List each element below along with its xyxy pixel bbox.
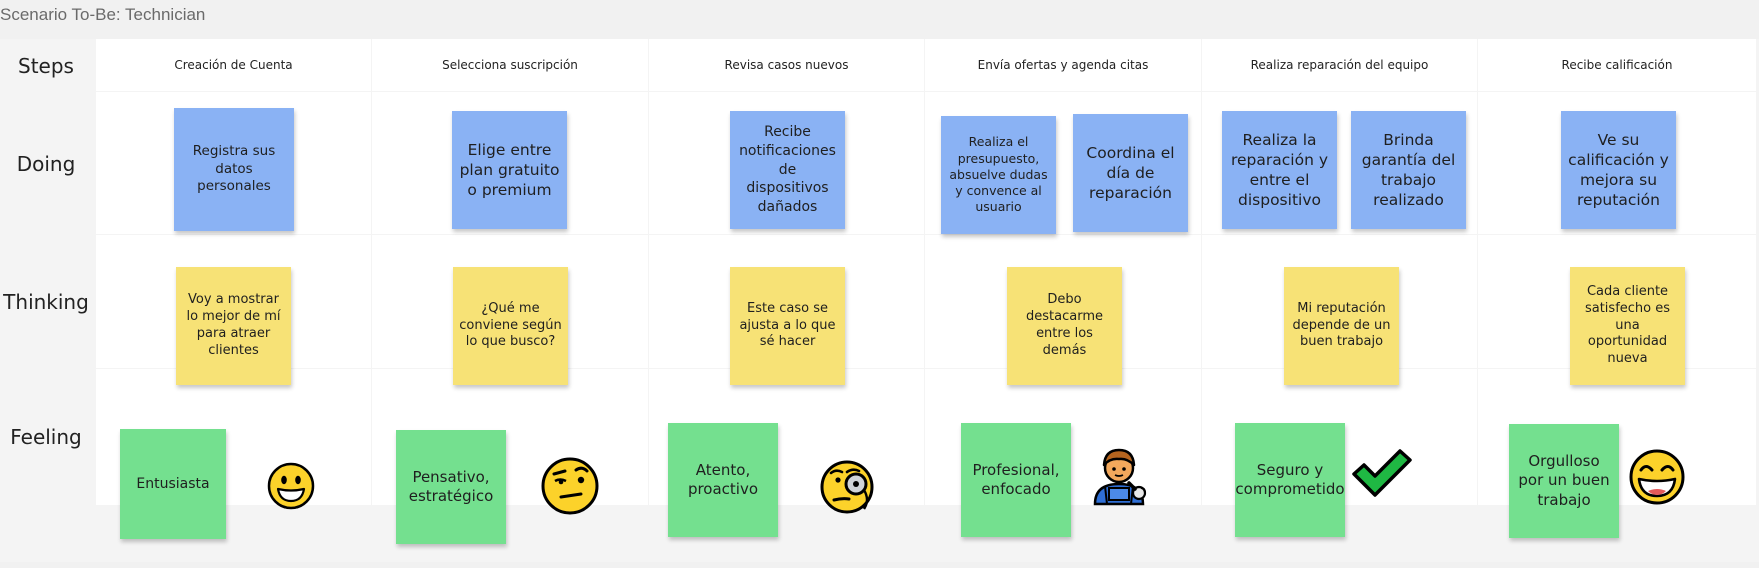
feeling-sticky[interactable]: Profesional, enfocado	[961, 423, 1071, 537]
doing-sticky[interactable]: Ve su calificación y mejora su reputació…	[1561, 111, 1676, 229]
doing-sticky[interactable]: Elige entre plan gratuito o premium	[452, 111, 567, 229]
doing-sticky[interactable]: Brinda garantía del trabajo realizado	[1351, 111, 1466, 229]
smiling-face-icon	[267, 462, 315, 510]
step-title: Revisa casos nuevos	[724, 58, 849, 72]
cell-steps-3	[649, 39, 924, 91]
step-title: Creación de Cuenta	[174, 58, 293, 72]
check-mark-icon	[1352, 449, 1412, 497]
feeling-sticky[interactable]: Entusiasta	[120, 429, 226, 539]
thinking-sticky[interactable]: Voy a mostrar lo mejor de mí para atraer…	[176, 267, 291, 385]
thinking-sticky[interactable]: Debo destacarme entre los demás	[1007, 267, 1122, 385]
step-title: Realiza reparación del equipo	[1250, 58, 1429, 72]
grinning-squint-face-icon	[1629, 449, 1685, 505]
doing-sticky[interactable]: Recibe notificaciones de dispositivos da…	[730, 111, 845, 229]
cell-steps-2	[372, 39, 648, 91]
doing-sticky[interactable]: Realiza el presupuesto, absuelve dudas y…	[941, 116, 1056, 234]
feeling-sticky[interactable]: Pensativo, estratégico	[396, 430, 506, 544]
journey-board: Steps Doing Thinking Feeling Creación de…	[0, 39, 1759, 562]
step-title: Recibe calificación	[1561, 58, 1673, 72]
thinking-sticky[interactable]: ¿Qué me conviene según lo que busco?	[453, 267, 568, 385]
raised-eyebrow-face-icon	[541, 457, 599, 515]
cell-steps-5	[1202, 39, 1477, 91]
thinking-sticky[interactable]: Cada cliente satisfecho es una oportunid…	[1570, 267, 1685, 385]
monocle-face-icon	[820, 460, 874, 514]
cell-steps-4	[925, 39, 1201, 91]
step-title: Selecciona suscripción	[442, 58, 578, 72]
thinking-sticky[interactable]: Mi reputación depende de un buen trabajo	[1284, 267, 1399, 385]
step-title: Envía ofertas y agenda citas	[977, 58, 1149, 72]
mechanic-icon	[1093, 448, 1147, 506]
doing-sticky[interactable]: Coordina el día de reparación	[1073, 114, 1188, 232]
cell-steps-6	[1478, 39, 1756, 91]
feeling-sticky[interactable]: Atento, proactivo	[668, 423, 778, 537]
feeling-sticky[interactable]: Seguro y comprometido	[1235, 423, 1345, 537]
thinking-sticky[interactable]: Este caso se ajusta a lo que sé hacer	[730, 267, 845, 385]
feeling-sticky[interactable]: Orgulloso por un buen trabajo	[1509, 424, 1619, 538]
row-label-steps: Steps	[18, 53, 74, 78]
row-label-doing: Doing	[16, 151, 76, 176]
cell-steps-1	[96, 39, 371, 91]
row-label-thinking: Thinking	[3, 290, 89, 314]
frame-title: Scenario To-Be: Technician	[0, 5, 206, 24]
doing-sticky[interactable]: Registra sus datos personales	[174, 108, 294, 231]
doing-sticky[interactable]: Realiza la reparación y entre el disposi…	[1222, 111, 1337, 229]
row-label-feeling: Feeling	[10, 425, 82, 449]
